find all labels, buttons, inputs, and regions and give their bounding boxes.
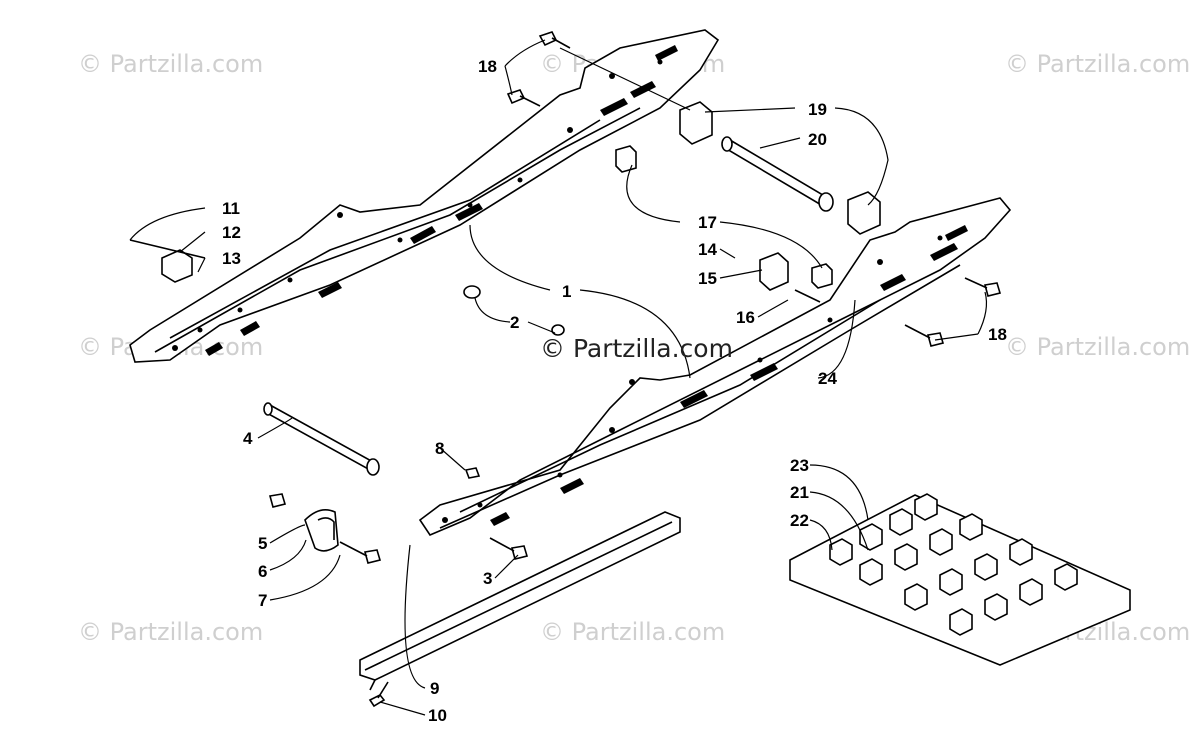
callout-10: 10 xyxy=(428,706,447,725)
track-section xyxy=(789,493,1131,666)
hyfax-wear-strip xyxy=(359,511,681,691)
callout-24: 24 xyxy=(818,369,837,388)
callout-5: 5 xyxy=(258,534,267,553)
leader-lines xyxy=(129,39,988,716)
watermark-center: © Partzilla.com xyxy=(540,334,733,363)
watermark-top-left: © Partzilla.com xyxy=(78,50,263,78)
rail-end-cap xyxy=(304,509,339,552)
callout-1: 1 xyxy=(562,282,571,301)
callout-8: 8 xyxy=(435,439,444,458)
rear-axle xyxy=(721,136,834,212)
callout-23: 23 xyxy=(790,456,809,475)
callout-14: 14 xyxy=(698,240,717,259)
callout-6: 6 xyxy=(258,562,267,581)
callout-19: 19 xyxy=(808,100,827,119)
watermark-bottom-center: © Partzilla.com xyxy=(540,618,725,646)
callout-3: 3 xyxy=(483,569,492,588)
front-slide-rail xyxy=(418,197,1012,536)
callout-9: 9 xyxy=(430,679,439,698)
callout-22: 22 xyxy=(790,511,809,530)
front-cross-shaft xyxy=(263,402,380,476)
callout-labels: 18 19 20 11 12 13 17 14 15 16 1 2 18 24 … xyxy=(222,57,1007,725)
callout-2: 2 xyxy=(510,313,519,332)
callout-7: 7 xyxy=(258,591,267,610)
callout-4: 4 xyxy=(243,429,253,448)
watermark-mid-right: © Partzilla.com xyxy=(1005,333,1190,361)
callout-21: 21 xyxy=(790,483,809,502)
callout-18-top: 18 xyxy=(478,57,497,76)
callout-11: 11 xyxy=(222,199,240,218)
watermark-top-right: © Partzilla.com xyxy=(1005,50,1190,78)
spacer-blocks xyxy=(161,101,881,336)
callout-18-right: 18 xyxy=(988,325,1007,344)
watermark-bottom-left: © Partzilla.com xyxy=(78,618,263,646)
callout-15: 15 xyxy=(698,269,717,288)
callout-16: 16 xyxy=(736,308,755,327)
callout-12: 12 xyxy=(222,223,241,242)
bolts xyxy=(129,31,1002,708)
callout-13: 13 xyxy=(222,249,241,268)
rear-slide-rail xyxy=(129,29,720,363)
callout-20: 20 xyxy=(808,130,827,149)
callout-17: 17 xyxy=(698,213,717,232)
